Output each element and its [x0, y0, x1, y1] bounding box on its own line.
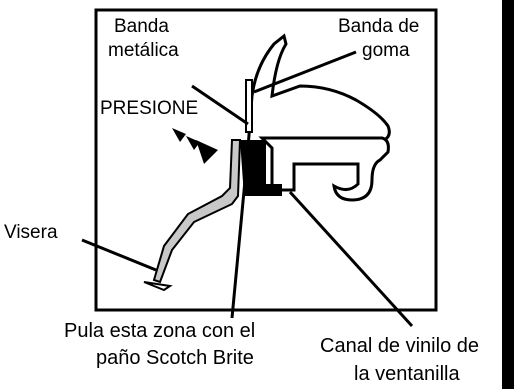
- label-banda-metalica-line1: Banda: [114, 16, 169, 37]
- leader-visera: [81, 238, 157, 272]
- label-canal-line1: Canal de vinilo de: [320, 335, 479, 357]
- label-banda-goma-line1: Banda de: [338, 16, 419, 37]
- label-canal-line2: la ventanilla: [354, 363, 461, 385]
- leader-banda-goma: [253, 50, 357, 94]
- visor-shape: [152, 139, 242, 284]
- press-arrow-2: [186, 136, 200, 150]
- label-pula-line2: paño Scotch Brite: [96, 347, 254, 369]
- visor-tip: [143, 281, 173, 292]
- leader-banda-metalica: [191, 84, 249, 126]
- press-arrow-1: [172, 128, 186, 142]
- polish-zone-block: [240, 140, 282, 196]
- right-edge-bar: [502, 0, 514, 389]
- label-banda-metalica-line2: metálica: [108, 40, 179, 61]
- label-presione: PRESIONE: [100, 98, 198, 119]
- leader-canal: [288, 190, 414, 328]
- metal-band-strip: [245, 79, 253, 133]
- leader-pula: [230, 169, 248, 319]
- vinyl-channel-outline: [258, 136, 390, 202]
- label-visera: Visera: [4, 222, 58, 243]
- rubber-band-shape: [246, 33, 391, 151]
- frame-border: [94, 8, 438, 312]
- label-banda-goma-line2: goma: [362, 40, 410, 61]
- label-pula-line1: Pula esta zona con el: [64, 320, 255, 342]
- press-arrow-3: [196, 140, 218, 164]
